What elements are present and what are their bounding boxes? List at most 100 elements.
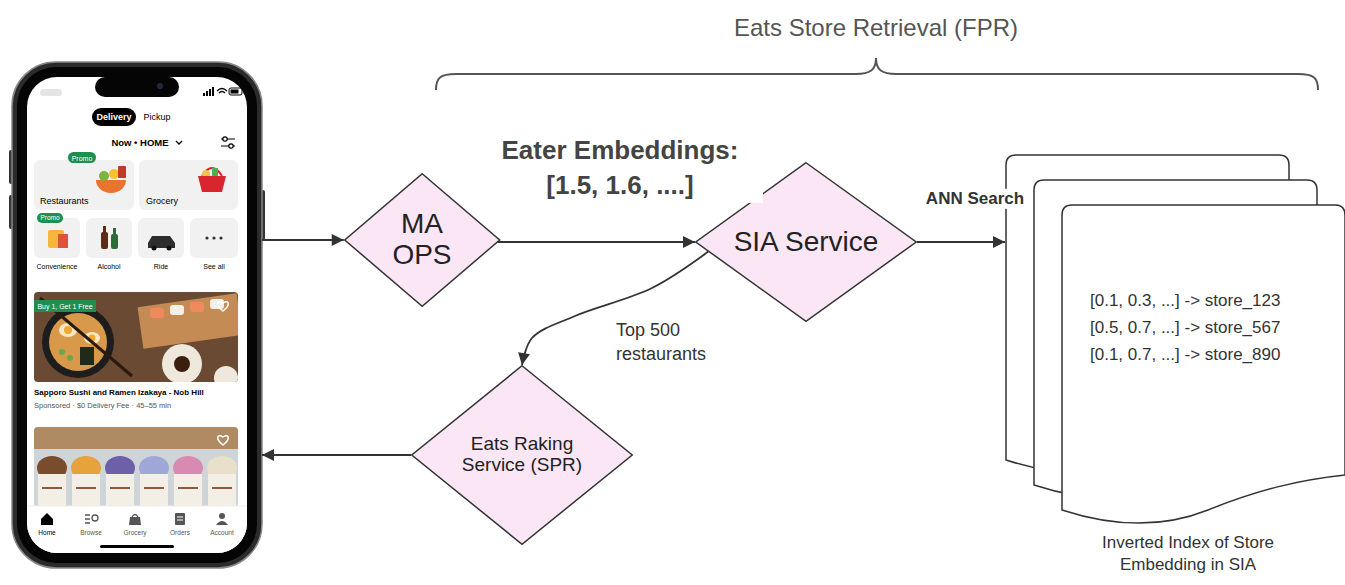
node-text: Orders [170, 530, 190, 537]
phone-illustration [150, 308, 164, 318]
node-text: Grocery [123, 530, 146, 537]
node-text: Alcohol [98, 263, 121, 270]
phone-mockup: Delivery PickupNow • HOME PromoRestaurants… [12, 62, 262, 568]
phone-illustration [177, 517, 183, 520]
phone-illustration [212, 168, 218, 177]
phone-illustration [68, 152, 96, 163]
phone-illustration [106, 474, 134, 507]
flow-arrow [262, 239, 344, 241]
node-text: Promo [72, 154, 93, 161]
phone-illustration [118, 166, 126, 178]
phone-illustration [42, 306, 114, 378]
ranking-diamond: Eats Raking Service (SPR) [411, 365, 633, 545]
phone-illustration [190, 302, 204, 312]
phone-illustration [34, 160, 134, 210]
phone-illustration [212, 87, 214, 96]
phone-illustration [217, 89, 227, 94]
node-text: Restaurants [40, 197, 89, 206]
phone-illustration [209, 89, 211, 96]
phone-illustration [96, 180, 126, 193]
phone-illustration [216, 521, 228, 525]
phone-illustration [34, 300, 96, 312]
edge-label: Eater Embeddings: [1.5, 1.6, ....] [477, 133, 763, 203]
phone-illustration [42, 487, 232, 489]
node-label: MA OPS [377, 209, 467, 271]
node-text: Delivery [96, 113, 131, 122]
phone-illustration [100, 545, 174, 548]
phone-illustration [157, 83, 163, 89]
phone-illustration [218, 436, 229, 445]
phone-illustration [9, 62, 265, 568]
phone-illustration [223, 137, 227, 141]
phone-illustration [152, 246, 157, 251]
phone-illustration [34, 218, 80, 258]
phone-illustration [27, 506, 247, 553]
flow-arrow [262, 454, 411, 456]
phone-illustration [92, 515, 98, 521]
node-text: Now • HOME [111, 138, 168, 148]
phone-illustration [37, 213, 63, 223]
phone-illustration [148, 236, 175, 248]
group-title: Eats Store Retrieval (FPR) [731, 14, 1021, 43]
phone-illustration [80, 347, 94, 365]
phone-illustration [129, 517, 141, 525]
phone-illustration [59, 323, 77, 337]
phone-illustration [27, 506, 247, 507]
phone-illustration [139, 160, 238, 210]
group-bracket [436, 58, 1318, 90]
flow-arrow [498, 241, 695, 243]
phone-illustration [175, 513, 185, 525]
caption-text: Inverted Index of Store Embedding in SIA [1068, 532, 1308, 576]
diamond-outline [412, 366, 633, 545]
phone-illustration [219, 513, 225, 519]
phone-illustration [113, 228, 116, 235]
phone-illustration [58, 234, 68, 248]
phone-illustration [64, 326, 72, 334]
node-text: Pickup [143, 113, 170, 122]
phone-illustration [17, 67, 257, 563]
phone-illustration [229, 144, 233, 148]
phone-illustration [208, 474, 236, 507]
phone-illustration [212, 236, 215, 239]
phone-illustration [27, 77, 247, 553]
node-text: Account [210, 530, 234, 537]
node-text: [0.1, 0.3, ...] -> store_123 [1090, 292, 1280, 309]
flow-arrow [917, 241, 1005, 243]
phone-illustration [132, 515, 138, 518]
document-page [1062, 205, 1345, 523]
phone-illustration [86, 218, 132, 258]
index-document-stack: [0.1, 0.3, ...] -> store_123[0.5, 0.7, .… [1005, 150, 1345, 585]
phone-illustration [176, 141, 182, 144]
phone-illustration [138, 218, 184, 258]
node-text: Convenience [37, 263, 78, 270]
node-text: Grocery [146, 197, 178, 206]
phone-illustration [167, 246, 172, 251]
node-label: SIA Service [734, 227, 879, 258]
phone-illustration [198, 176, 226, 192]
phone-illustration [203, 93, 205, 96]
phone-illustration [162, 344, 202, 382]
phone-illustration [99, 171, 109, 181]
node-text: Buy 1, Get 1 Free [37, 303, 92, 310]
node-label: Eats Raking Service (SPR) [455, 434, 590, 476]
phone-illustration [34, 427, 238, 449]
connectors [262, 240, 1005, 455]
phone-illustration [34, 427, 238, 507]
phone-illustration [206, 91, 208, 96]
phone-illustration [170, 305, 184, 315]
edge-label: Top 500 restaurants [613, 318, 727, 367]
phone-illustration [34, 427, 238, 507]
phone-illustration [103, 226, 106, 233]
phone-illustration [59, 349, 65, 355]
phone-illustration [214, 366, 238, 382]
document-outline [1005, 150, 1345, 585]
phone-illustration [85, 515, 90, 523]
phone-illustration [231, 90, 239, 94]
phone-illustration [12, 62, 262, 568]
node-text: Sapporo Sushi and Ramen Izakaya - Nob Hi… [34, 389, 204, 397]
phone-illustration [41, 513, 53, 525]
phone-illustration [101, 232, 108, 249]
phone-illustration [140, 474, 168, 507]
node-text: Ride [154, 263, 168, 270]
edge-label: ANN Search [923, 189, 1027, 209]
